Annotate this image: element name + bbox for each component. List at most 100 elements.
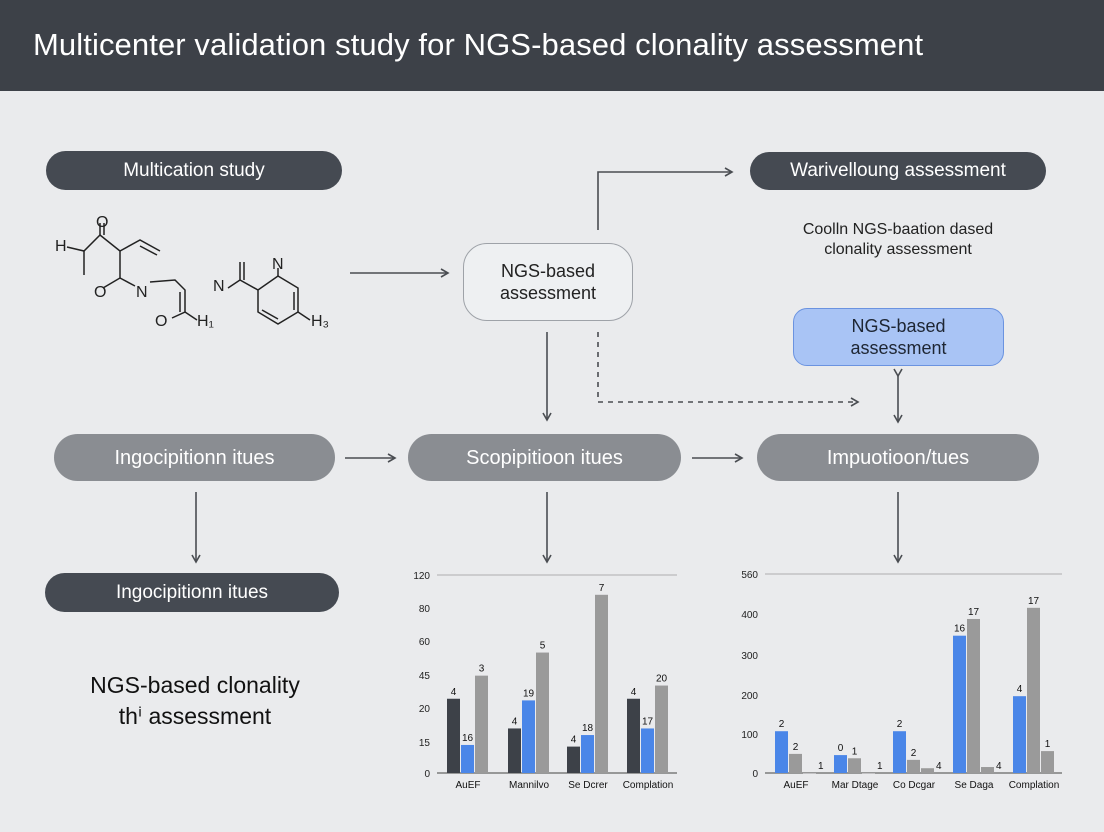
bar-value-label: 2 [897,719,903,730]
bar [775,731,788,773]
ingocip-output-node: Ingocipitionn itues [45,573,339,612]
bar [789,753,802,773]
ngs-assessment-line: NGS-based [500,261,596,281]
bar [1013,696,1026,773]
bar-value-label: 17 [1028,596,1040,607]
imput-node: Impuotioon/tues [757,434,1039,481]
bar-value-label: 1 [877,761,883,772]
bar [595,594,608,773]
atom-label: O [96,214,109,231]
bar-value-label: 7 [599,583,605,594]
bar [1027,607,1040,773]
bar-value-label: 4 [936,761,942,772]
y-tick-label: 300 [741,651,758,662]
bar-value-label: 2 [911,748,917,759]
variability-node: Warivelloung assessment [750,152,1046,190]
bar-value-label: 4 [451,687,457,698]
atom-label: N [272,256,284,273]
page-title: Multicenter validation study for NGS-bas… [33,27,924,62]
bar-value-label: 16 [954,624,966,635]
ngs-highlight-line: assessment [850,338,947,358]
ngs-assessment-node: NGS-based assessment [463,243,633,321]
y-tick-label: 560 [741,570,758,581]
bar [848,758,861,773]
bar-value-label: 4 [996,761,1002,772]
bar-value-label: 4 [512,716,518,727]
y-tick-label: 0 [752,769,758,780]
x-category-label: Se Daga [955,780,994,791]
bar [655,685,668,773]
atom-label: H₁ [197,313,214,330]
bar [921,768,934,773]
bar [461,744,474,773]
atom-label: O [94,284,107,301]
atom-label: O [155,313,168,330]
x-category-label: Se Dcrer [568,780,608,791]
bar-value-label: 20 [656,674,668,685]
bar-value-label: 16 [462,733,474,744]
atom-label: N [213,278,225,295]
y-tick-label: 400 [741,610,758,621]
atom-label: H [55,238,67,255]
variability-note-line: clonality assessment [824,241,972,258]
bar-value-label: 5 [540,641,546,652]
bar [567,746,580,773]
y-tick-label: 60 [419,637,431,648]
ingocip-node: Ingocipitionn itues [54,434,335,481]
bar [475,675,488,773]
bar-value-label: 1 [852,746,858,757]
bar-value-label: 19 [523,688,535,699]
summary-text: NGS-based clonality thⁱ assessment [40,670,350,732]
bar-value-label: 2 [793,742,799,753]
x-category-label: AuEF [455,780,480,791]
bar [522,700,535,773]
molecule-structure [66,223,311,325]
bar-value-label: 4 [631,687,637,698]
bar [981,767,994,773]
ngs-assessment-highlight-node: NGS-based assessment [793,308,1004,366]
bar [834,755,847,773]
bar-value-label: 1 [818,761,824,772]
bar [536,652,549,773]
x-category-label: Complation [1009,780,1060,791]
bar-value-label: 18 [582,723,594,734]
x-category-label: Mannilvo [509,780,549,791]
variability-note-line: Coolln NGS-baation dased [802,221,994,238]
bar [508,728,521,773]
bar [907,759,920,773]
bar [862,773,875,774]
y-tick-label: 0 [424,769,430,780]
variability-note: Coolln NGS-baation dased clonality asses… [770,220,1026,260]
bar [627,698,640,773]
ngs-assessment-line: assessment [499,283,597,303]
y-tick-label: 45 [419,671,431,682]
y-tick-label: 80 [419,604,431,615]
summary-line: NGS-based clonality [90,672,300,698]
bar-value-label: 2 [779,719,785,730]
y-tick-label: 15 [419,738,431,749]
bar [641,728,654,773]
ngs-highlight-line: NGS-based [851,316,946,336]
y-tick-label: 20 [419,704,431,715]
bar-value-label: 4 [571,735,577,746]
bar-value-label: 1 [1045,739,1051,750]
bar [803,773,816,774]
atom-label: N [136,284,148,301]
bar-value-label: 0 [838,743,844,754]
bar-value-label: 3 [479,664,485,675]
x-category-label: Co Dcgar [893,780,936,791]
bar-value-label: 17 [642,716,654,727]
bar [967,618,980,773]
dashed-arrow-to-right [597,332,860,407]
bar [893,731,906,773]
bar-value-label: 17 [968,607,980,618]
summary-line: thⁱ assessment [118,703,272,729]
header-bar: Multicenter validation study for NGS-bas… [0,0,1104,91]
x-category-label: Mar Dtage [832,780,879,791]
scopip-node: Scopipitioon itues [408,434,681,481]
bar [1041,751,1054,773]
y-tick-label: 120 [413,571,430,582]
